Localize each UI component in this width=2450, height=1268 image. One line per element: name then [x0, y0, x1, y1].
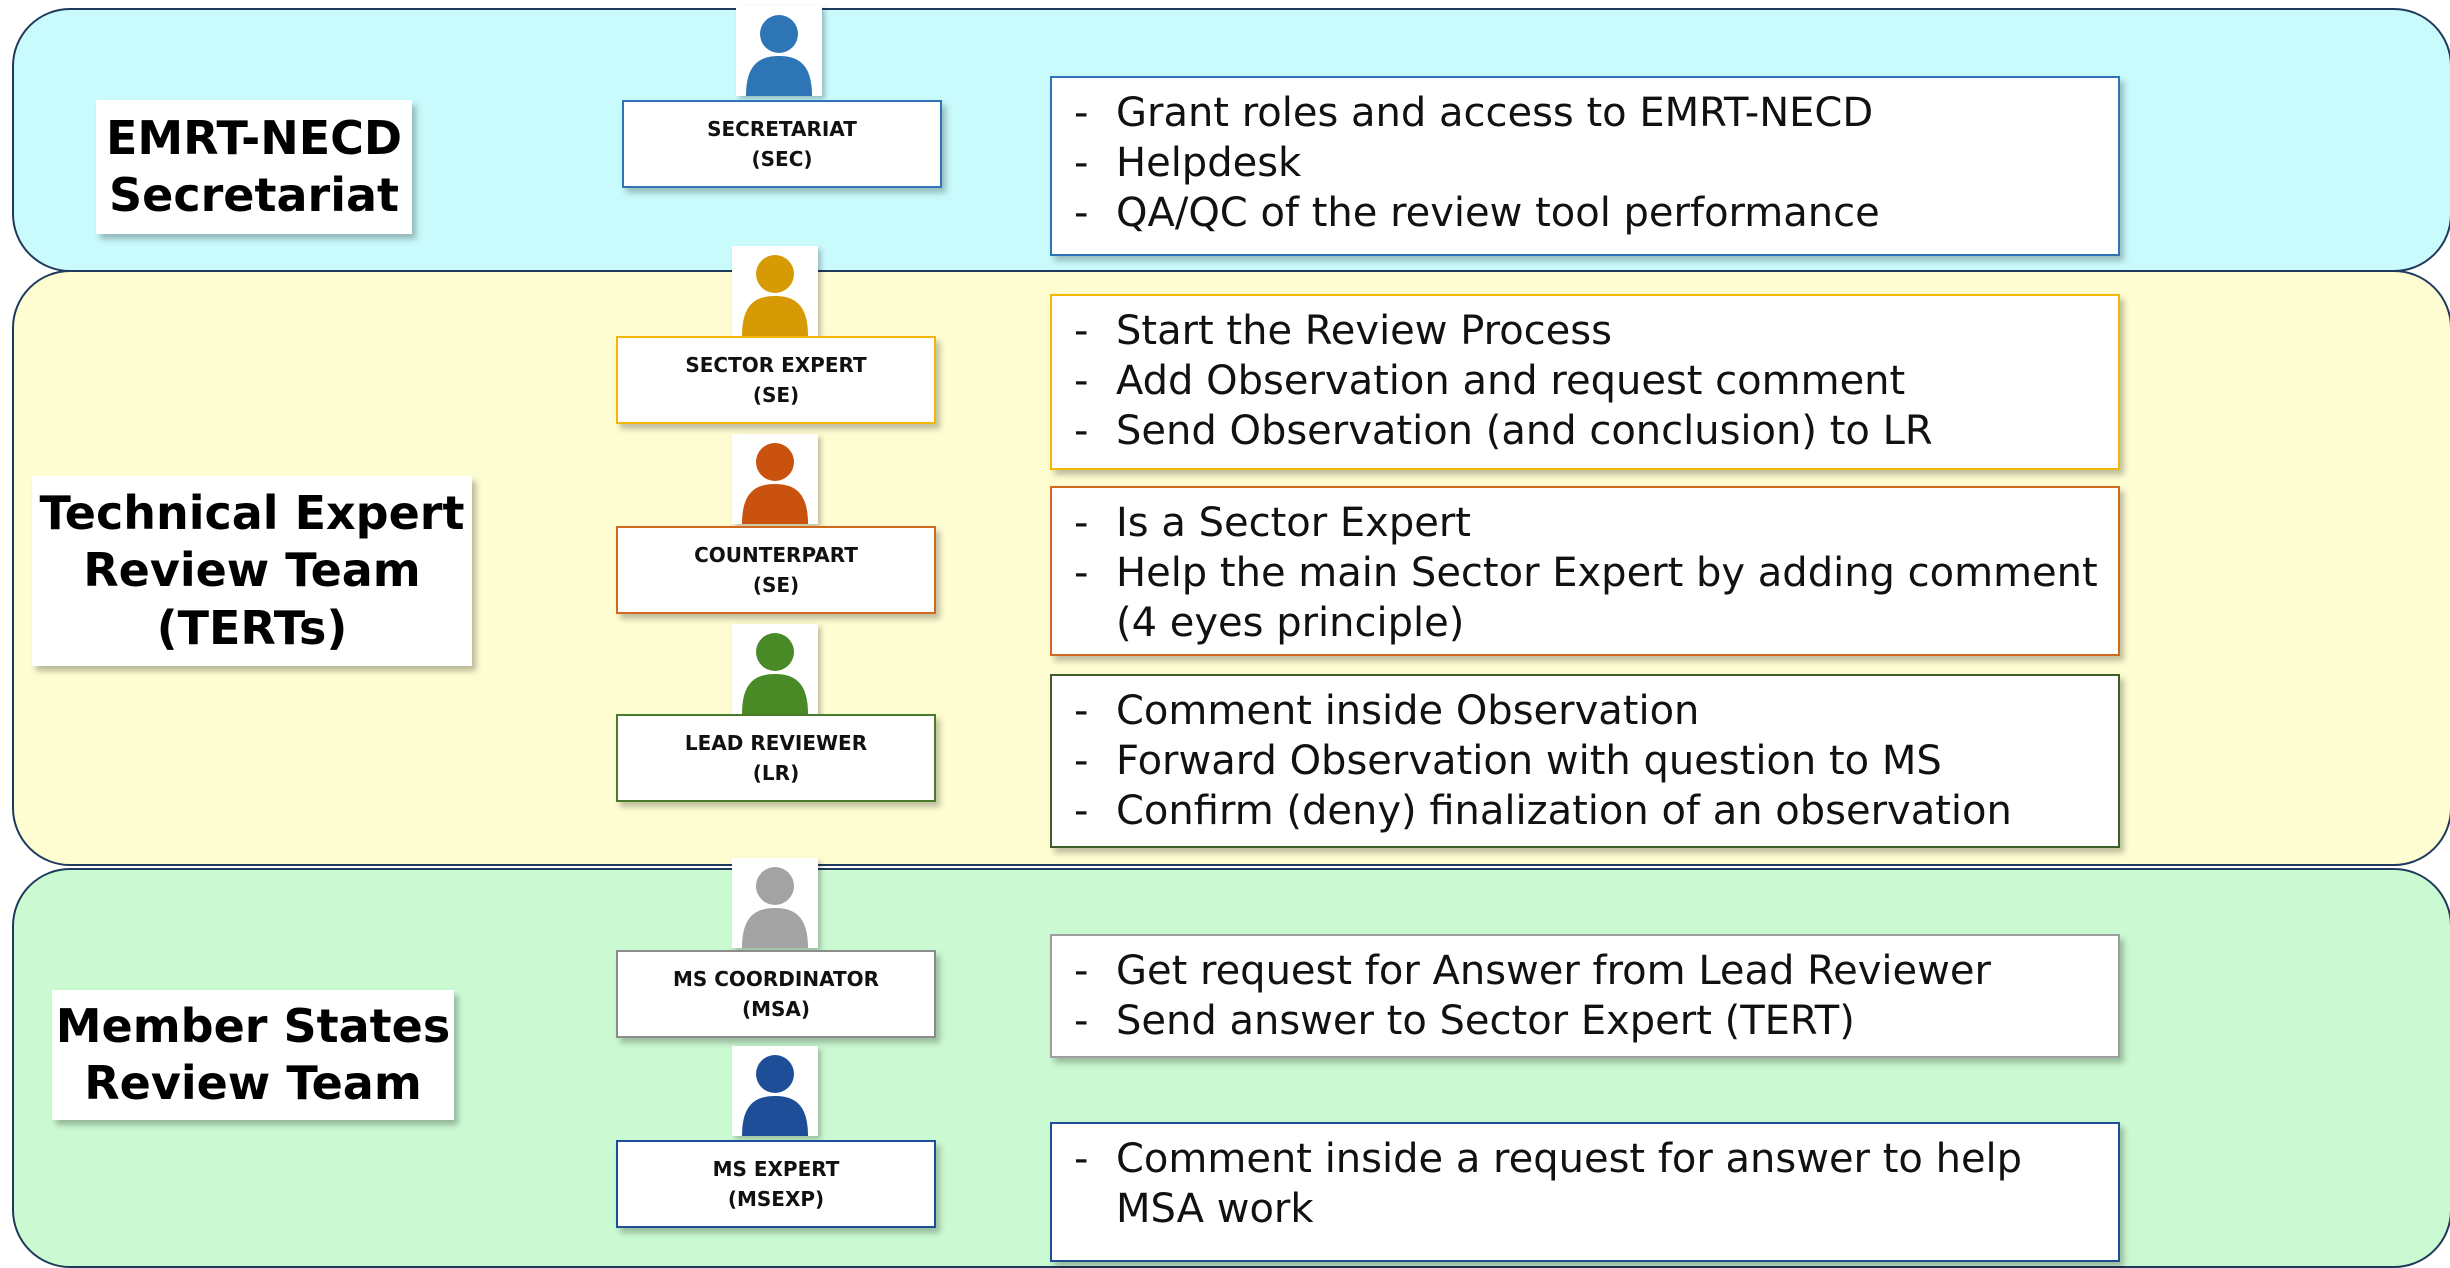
responsibilities-secretariat: Grant roles and access to EMRT-NECD Help…: [1050, 76, 2120, 256]
responsibility-item: Add Observation and request comment: [1068, 356, 2098, 406]
role-abbrev: (SE): [752, 383, 800, 407]
responsibility-item: Comment inside a request for answer to h…: [1068, 1134, 2098, 1234]
ms-coordinator-person-icon: [732, 858, 818, 948]
secretariat-person-icon: [736, 6, 822, 96]
responsibilities-sector-expert: Start the Review Process Add Observation…: [1050, 294, 2120, 470]
lead-reviewer-person-icon: [732, 624, 818, 714]
responsibility-item: Forward Observation with question to MS: [1068, 736, 2098, 786]
responsibility-item: Help the main Sector Expert by adding co…: [1068, 548, 2098, 648]
group-label-tert: Technical Expert Review Team (TERTs): [32, 476, 472, 666]
role-abbrev: (MSA): [741, 997, 811, 1021]
role-box-secretariat: SECRETARIAT (SEC): [622, 100, 942, 188]
responsibility-item: Comment inside Observation: [1068, 686, 2098, 736]
role-name: SECTOR EXPERT: [685, 353, 867, 377]
group-label-secretariat: EMRT-NECD Secretariat: [96, 100, 412, 234]
ms-expert-person-icon: [732, 1046, 818, 1136]
group-label-member-states: Member States Review Team: [52, 990, 454, 1120]
responsibility-item: Helpdesk: [1068, 138, 2098, 188]
responsibility-item: QA/QC of the review tool performance: [1068, 188, 2098, 238]
role-box-lead-reviewer: LEAD REVIEWER (LR): [616, 714, 936, 802]
sector-expert-person-icon: [732, 246, 818, 336]
role-abbrev: (SE): [752, 573, 800, 597]
role-name: MS EXPERT: [712, 1157, 840, 1181]
responsibilities-counterpart: Is a Sector Expert Help the main Sector …: [1050, 486, 2120, 656]
role-abbrev: (MSEXP): [727, 1187, 825, 1211]
counterpart-person-icon: [732, 434, 818, 524]
role-box-sector-expert: SECTOR EXPERT (SE): [616, 336, 936, 424]
role-name: COUNTERPART: [694, 543, 858, 567]
responsibility-item: Start the Review Process: [1068, 306, 2098, 356]
responsibility-item: Grant roles and access to EMRT-NECD: [1068, 88, 2098, 138]
role-box-counterpart: COUNTERPART (SE): [616, 526, 936, 614]
role-box-ms-expert: MS EXPERT (MSEXP): [616, 1140, 936, 1228]
responsibility-item: Is a Sector Expert: [1068, 498, 2098, 548]
responsibilities-ms-expert: Comment inside a request for answer to h…: [1050, 1122, 2120, 1262]
responsibility-item: Confirm (deny) finalization of an observ…: [1068, 786, 2098, 836]
role-name: LEAD REVIEWER: [684, 731, 868, 755]
role-abbrev: (LR): [752, 761, 800, 785]
role-box-ms-coordinator: MS COORDINATOR (MSA): [616, 950, 936, 1038]
responsibility-item: Send answer to Sector Expert (TERT): [1068, 996, 2098, 1046]
responsibilities-lead-reviewer: Comment inside Observation Forward Obser…: [1050, 674, 2120, 848]
responsibility-item: Get request for Answer from Lead Reviewe…: [1068, 946, 2098, 996]
responsibilities-ms-coordinator: Get request for Answer from Lead Reviewe…: [1050, 934, 2120, 1058]
role-name: SECRETARIAT: [707, 117, 857, 141]
role-abbrev: (SEC): [751, 147, 813, 171]
responsibility-item: Send Observation (and conclusion) to LR: [1068, 406, 2098, 456]
role-name: MS COORDINATOR: [672, 967, 880, 991]
